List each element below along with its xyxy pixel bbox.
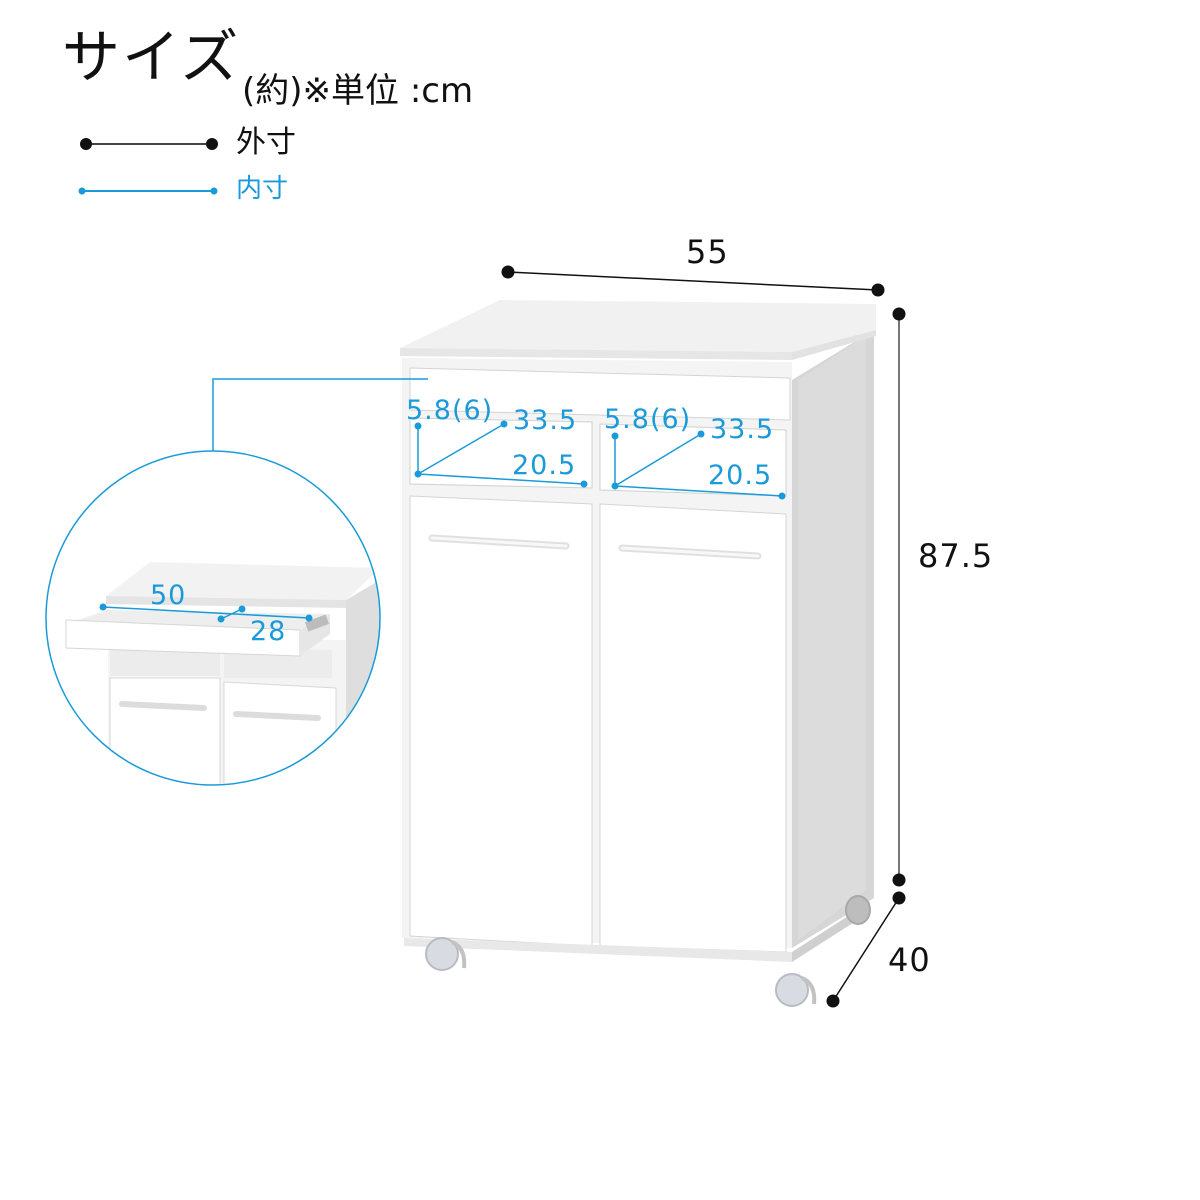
detail-circle xyxy=(45,450,381,786)
caster-icon xyxy=(775,973,817,1007)
legend-inner-line-icon xyxy=(78,187,218,195)
left-drawer-inner-dimension xyxy=(414,420,588,488)
depth-dimension-line xyxy=(826,891,906,1008)
tray-depth-label: 28 xyxy=(250,616,287,647)
width-label: 55 xyxy=(686,233,729,271)
left-drawer-width-label: 20.5 xyxy=(512,450,577,481)
height-label: 87.5 xyxy=(918,537,994,575)
left-drawer-depth-label: 33.5 xyxy=(513,405,578,436)
right-drawer-inner-dimension xyxy=(611,430,786,500)
height-dimension-line xyxy=(892,307,906,887)
legend-outer-label: 外寸 xyxy=(236,125,296,160)
right-drawer-height-label: 5.8(6) xyxy=(604,404,692,435)
unit-note: (約)※単位 :cm xyxy=(242,71,474,111)
width-dimension-line xyxy=(501,265,885,297)
caster-icon xyxy=(845,895,871,925)
legend-outer-line-icon xyxy=(80,138,218,150)
right-drawer-depth-label: 33.5 xyxy=(710,414,775,445)
cabinet-illustration xyxy=(400,300,876,1007)
depth-label: 40 xyxy=(888,941,931,979)
callout-connector-line xyxy=(212,378,428,452)
tray-width-label: 50 xyxy=(150,580,187,611)
caster-icon xyxy=(425,937,467,971)
right-drawer-width-label: 20.5 xyxy=(708,460,773,491)
left-drawer-height-label: 5.8(6) xyxy=(406,395,494,426)
legend-inner-label: 内寸 xyxy=(236,174,289,204)
page-title: サイズ xyxy=(62,23,241,91)
